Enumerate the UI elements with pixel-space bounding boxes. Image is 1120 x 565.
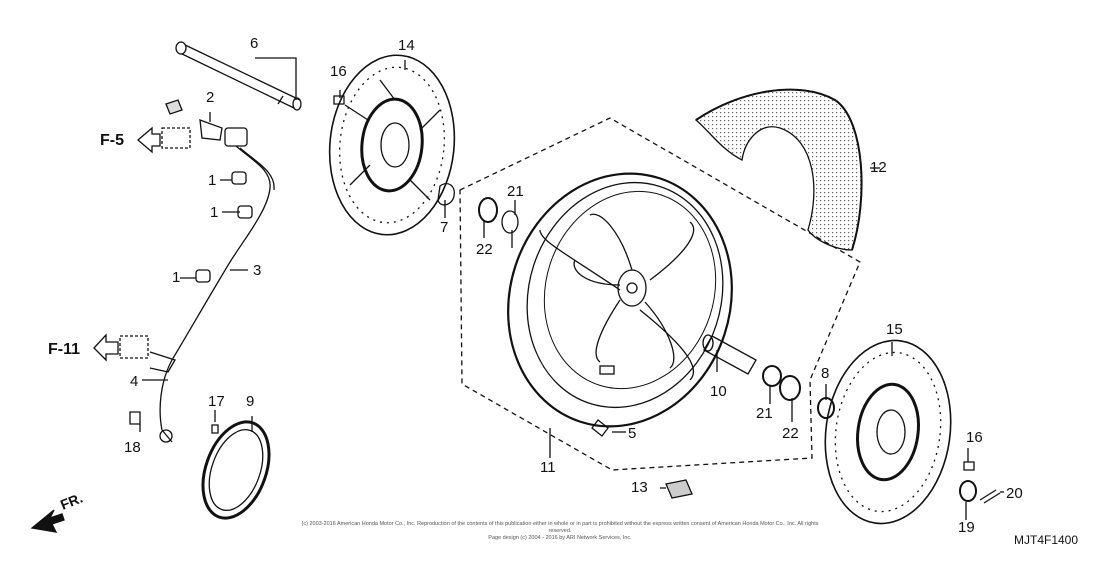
wheel-rim: [507, 172, 733, 428]
callout-12: 12: [870, 159, 887, 176]
callout-15: 15: [886, 321, 903, 338]
callout-13: 13: [631, 479, 648, 496]
callout-21: 21: [507, 183, 524, 200]
callout-7: 7: [440, 219, 449, 236]
callout-1: 1: [210, 204, 219, 221]
callout-10: 10: [710, 383, 727, 400]
brake-disc-left: [328, 54, 456, 236]
pulser-ring: [201, 420, 271, 520]
copyright-line-1: (c) 2003-2016 American Honda Motor Co., …: [301, 521, 819, 534]
callout-18: 18: [124, 439, 141, 456]
hub-collar: [702, 334, 757, 375]
callout-2: 2: [206, 89, 215, 106]
axle-part: [175, 41, 302, 111]
diagram-code: MJT4F1400: [1014, 533, 1079, 547]
copyright-line-2: Page design (c) 2004 - 2016 by ARI Netwo…: [488, 535, 632, 541]
callout-6: 6: [250, 35, 259, 52]
callout-16: 16: [966, 429, 983, 446]
callout-1: 1: [172, 269, 181, 286]
callout-17: 17: [208, 393, 225, 410]
copyright-notice: (c) 2003-2016 American Honda Motor Co., …: [300, 521, 820, 542]
callout-22: 22: [476, 241, 493, 258]
callout-4: 4: [130, 373, 139, 390]
callout-8: 8: [821, 365, 830, 382]
callout-5: 5: [628, 425, 637, 442]
callout-9: 9: [246, 393, 255, 410]
callout-21: 21: [756, 405, 773, 422]
callout-11: 11: [540, 459, 556, 476]
callout-20: 20: [1006, 485, 1023, 502]
ref-f11[interactable]: F-11: [48, 341, 81, 358]
tire: [694, 88, 863, 251]
callout-14: 14: [398, 37, 415, 54]
callout-3: 3: [253, 262, 262, 279]
callout-16: 16: [330, 63, 347, 80]
callout-19: 19: [958, 519, 975, 536]
callout-1: 1: [208, 172, 217, 189]
ref-f5[interactable]: F-5: [100, 132, 124, 149]
brake-disc-right: [824, 339, 952, 525]
callout-22: 22: [782, 425, 799, 442]
